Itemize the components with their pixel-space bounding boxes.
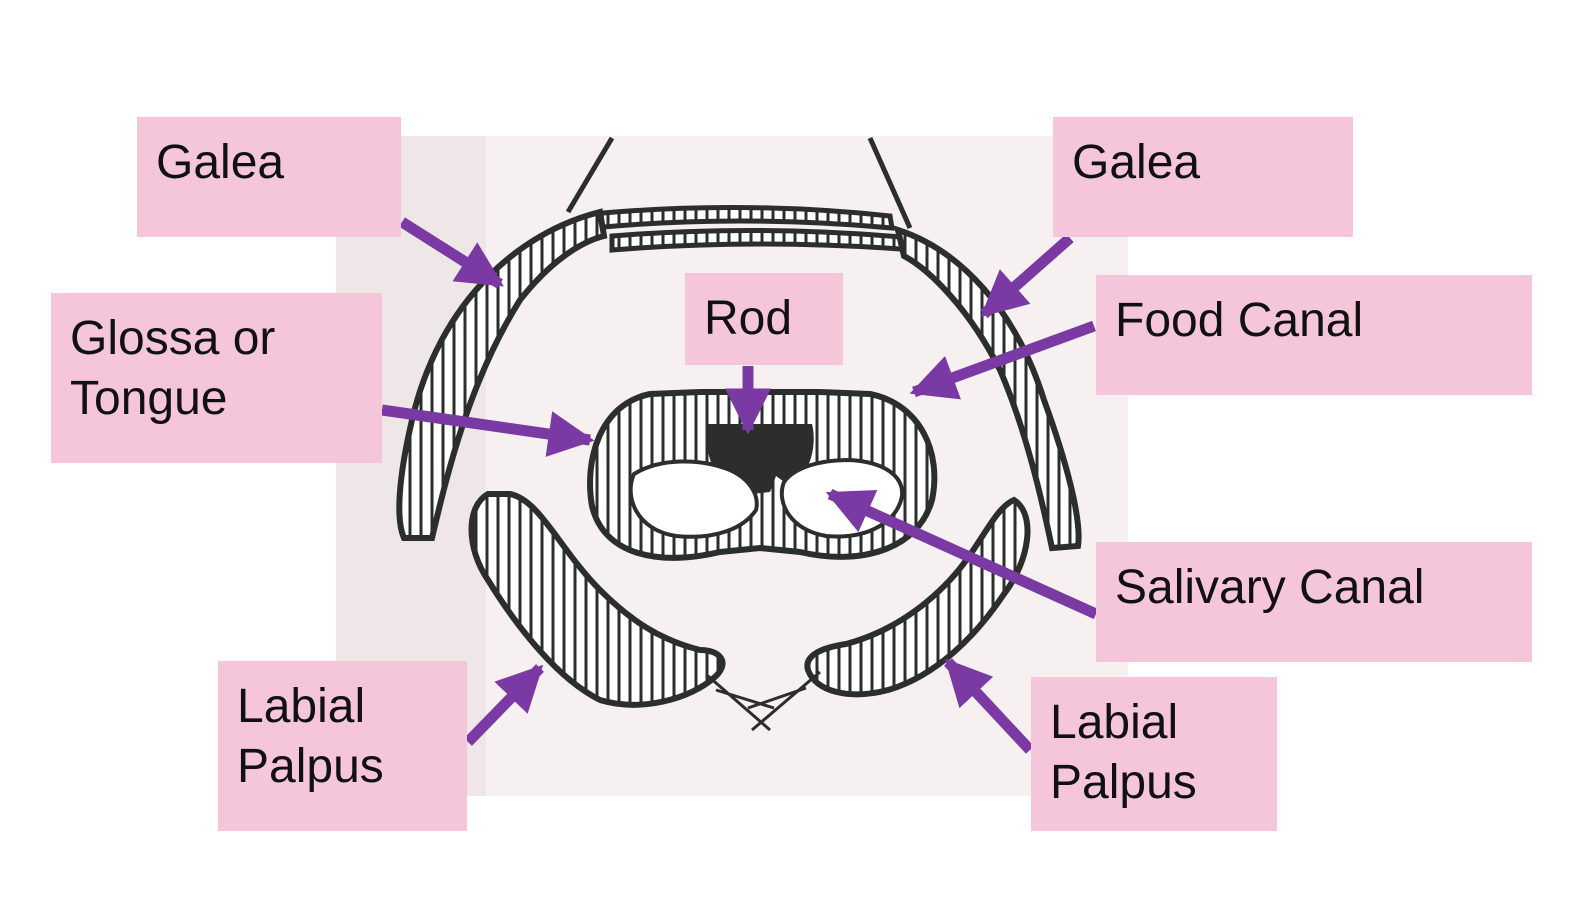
- left-galea: [396, 208, 608, 541]
- label-salivary-canal-text: Salivary Canal: [1115, 561, 1425, 614]
- arrow-salivary-canal: [825, 488, 1099, 620]
- label-rod-text: Rod: [704, 292, 793, 345]
- label-rod: Rod: [685, 273, 843, 365]
- label-labial-palpus-right: Labial Palpus: [1031, 677, 1277, 831]
- label-galea-right: Galea: [1053, 117, 1353, 237]
- label-labial-palpus-right-line1: Labial: [1050, 696, 1179, 749]
- arrow-food-canal: [909, 320, 1096, 400]
- label-galea-left-text: Galea: [156, 136, 285, 189]
- label-food-canal: Food Canal: [1096, 275, 1532, 395]
- arrow-galea-right: [980, 233, 1074, 319]
- salivary-canal-left-lobe: [628, 459, 759, 539]
- label-labial-palpus-left-line1: Labial: [237, 680, 366, 733]
- arrow-labial-left: [464, 664, 544, 746]
- label-labial-palpus-left: Labial Palpus: [218, 661, 467, 831]
- arrow-galea-left: [399, 217, 504, 289]
- left-labial-palpus: [468, 491, 726, 708]
- labial-crossing-filaments: [707, 670, 821, 732]
- label-galea-right-text: Galea: [1072, 136, 1201, 189]
- label-labial-palpus-left-line2: Palpus: [237, 740, 384, 793]
- label-glossa: Glossa or Tongue: [51, 293, 382, 463]
- label-galea-left: Galea: [137, 117, 401, 237]
- label-labial-palpus-right-line2: Palpus: [1050, 756, 1197, 809]
- label-glossa-text-line1: Glossa or: [70, 312, 276, 365]
- arrow-glossa: [381, 404, 595, 457]
- label-salivary-canal: Salivary Canal: [1096, 542, 1532, 662]
- label-glossa-text-line2: Tongue: [70, 372, 228, 425]
- upper-galea-band: [589, 204, 895, 231]
- right-labial-palpus: [804, 496, 1031, 698]
- arrow-labial-right: [943, 658, 1035, 754]
- upper-mouthpart-outline: [565, 136, 913, 230]
- label-food-canal-text: Food Canal: [1115, 294, 1364, 347]
